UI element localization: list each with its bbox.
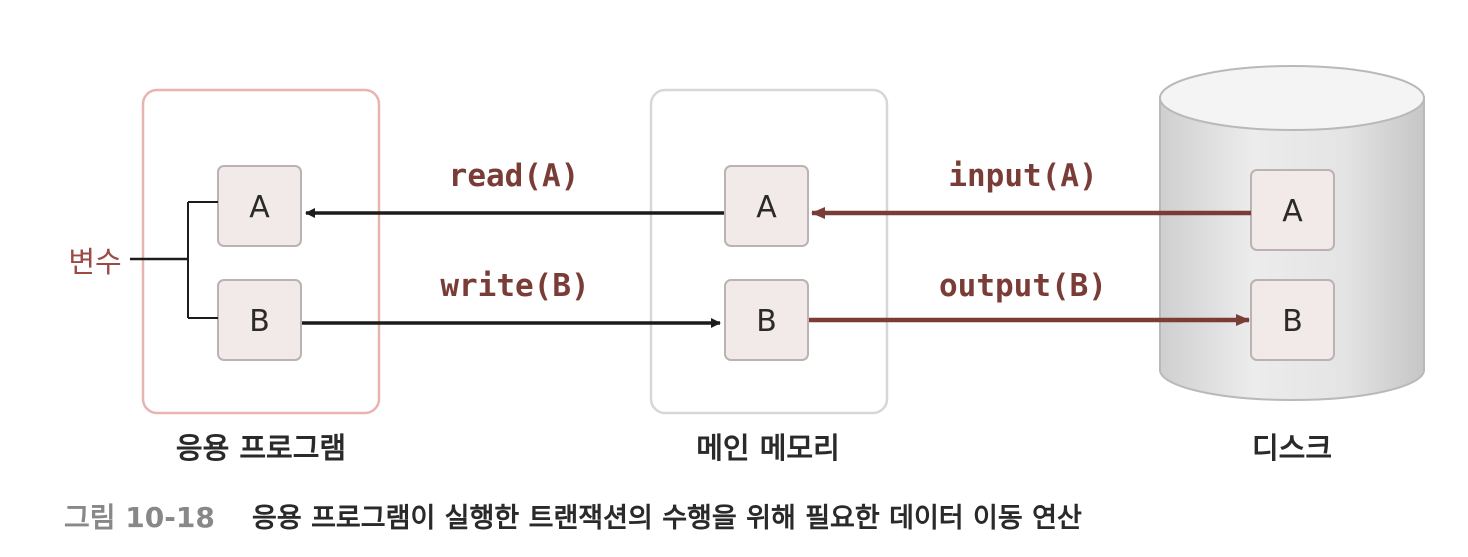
operation-arrows: read(A) write(B) input(A) output(B)	[302, 158, 1251, 328]
application-program-box	[141, 88, 381, 415]
disk-cell-a-label: A	[1282, 194, 1303, 229]
disk-label: 디스크	[1252, 431, 1332, 465]
main-memory: A B 메인 메모리	[649, 88, 889, 465]
app-cell-b-label: B	[249, 304, 270, 339]
caption-text: 응용 프로그램이 실행한 트랜잭션의 수행을 위해 필요한 데이터 이동 연산	[252, 503, 1082, 534]
caption-number: 그림 10-18	[64, 501, 215, 534]
app-cell-a	[217, 165, 302, 247]
write-label: write(B)	[440, 268, 589, 304]
application-program-label: 응용 프로그램	[176, 431, 346, 465]
disk-top	[1159, 65, 1425, 131]
application-program: A B 응용 프로그램	[141, 88, 381, 465]
memory-cell-b-label: B	[756, 304, 777, 339]
app-cell-b	[217, 279, 302, 361]
memory-cell-b	[724, 279, 809, 361]
disk: A B 디스크	[1159, 65, 1425, 465]
figure-caption: 그림 10-18 응용 프로그램이 실행한 트랜잭션의 수행을 위해 필요한 데…	[64, 501, 1082, 534]
memory-cell-a-label: A	[756, 190, 777, 225]
output-label: output(B)	[939, 268, 1107, 304]
main-memory-label: 메인 메모리	[696, 431, 840, 465]
disk-cell-a	[1250, 169, 1335, 251]
disk-cell-b-label: B	[1282, 304, 1303, 339]
main-memory-box	[649, 88, 889, 415]
input-label: input(A)	[948, 158, 1097, 194]
read-label: read(A)	[449, 158, 580, 194]
variable-label: 변수	[68, 245, 121, 279]
disk-cell-b	[1250, 279, 1335, 361]
app-cell-a-label: A	[249, 190, 270, 225]
memory-cell-a	[724, 165, 809, 247]
variable-bracket: 변수	[68, 201, 218, 319]
